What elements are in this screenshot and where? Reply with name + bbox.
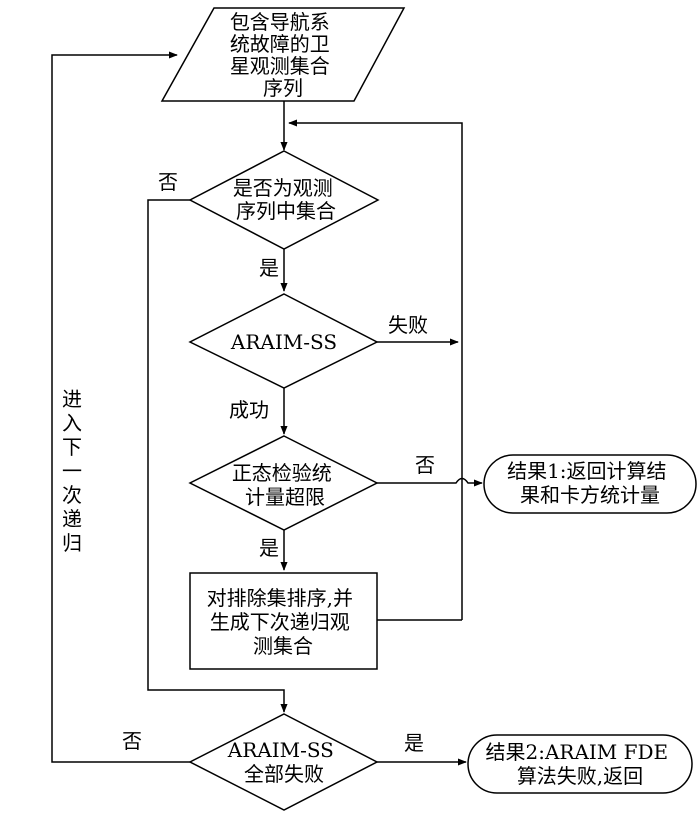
node-araim-ss — [188, 293, 379, 389]
node-input-parallelogram — [160, 7, 406, 102]
node-result2 — [467, 734, 693, 794]
label-all-failed-yes: 是 — [404, 731, 424, 755]
result1-text: 结果1:返回计算结 果和卡方统计量 — [507, 459, 673, 507]
decision-in-sequence-text: 是否为观测 序列中集合 — [233, 176, 339, 223]
sort-exclusion-text: 对排除集排序,并 生成下次递归观 测集合 — [207, 586, 360, 658]
label-araim-fail: 失败 — [388, 313, 428, 337]
label-all-failed-no: 否 — [122, 729, 142, 753]
chi-square-check-text: 正态检验统 计量超限 — [232, 461, 338, 509]
label-next-recursion-vertical: 进入下一次递归 — [62, 387, 82, 555]
label-in-sequence-yes: 是 — [259, 256, 279, 280]
label-check-no: 否 — [415, 453, 435, 477]
node-all-failed — [188, 713, 379, 811]
node-result1 — [483, 454, 697, 514]
araim-ss-text: ARAIM-SS — [230, 330, 337, 354]
edge-all-failed-no-to-input — [51, 51, 190, 763]
node-sort-exclusion — [189, 572, 378, 670]
edge-check-no-to-result1 — [377, 477, 483, 487]
node-chi-square-check — [188, 435, 379, 531]
label-in-sequence-no: 否 — [158, 170, 178, 194]
edge-decision-no-to-all-failed — [147, 199, 288, 713]
input-text: 包含导航系 统故障的卫 星观测集合 序列 — [230, 10, 336, 100]
label-araim-success: 成功 — [229, 398, 269, 422]
all-failed-text: ARAIM-SS 全部失败 — [227, 738, 341, 786]
edge-right-loop — [288, 119, 463, 620]
label-check-yes: 是 — [259, 536, 279, 560]
result2-text: 结果2:ARAIM FDE 算法失败,返回 — [485, 740, 674, 788]
node-decision-in-sequence — [188, 150, 380, 250]
